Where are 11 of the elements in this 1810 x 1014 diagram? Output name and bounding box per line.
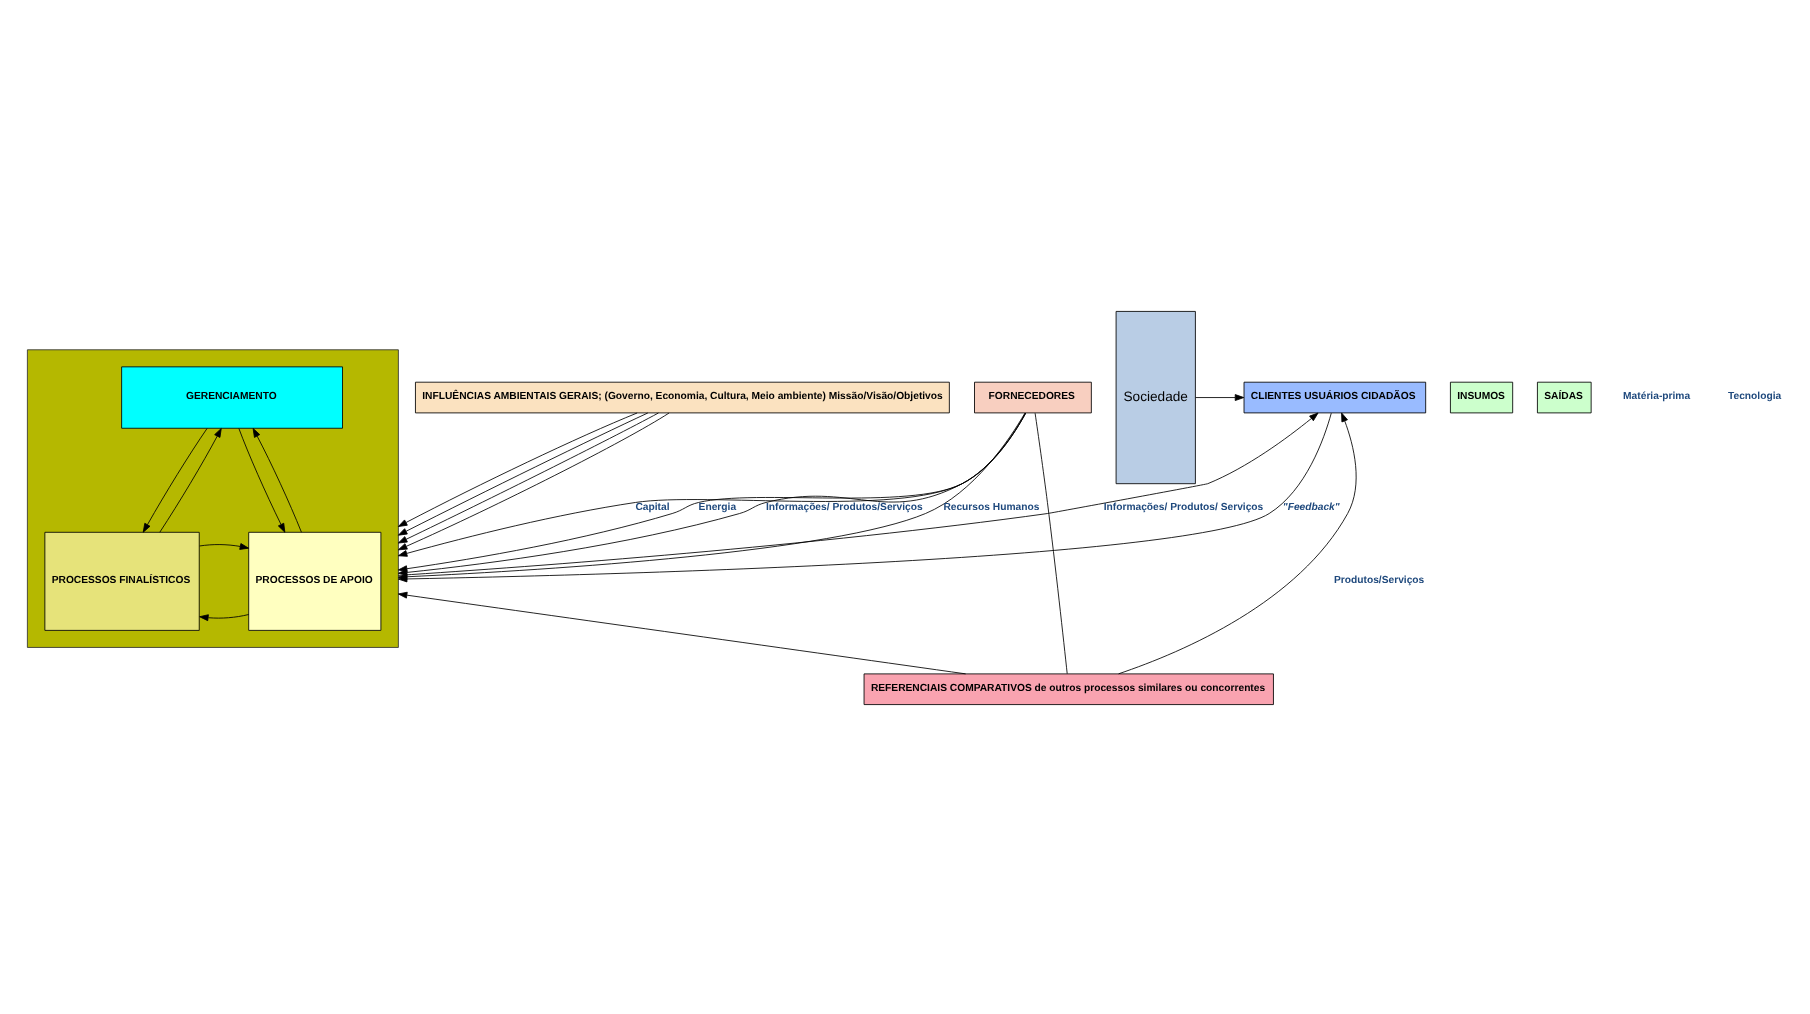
connector (1034, 411, 1068, 674)
arrow (142, 427, 208, 532)
arrow (252, 427, 302, 532)
arrow (1195, 393, 1245, 400)
arrow (159, 427, 222, 532)
arrow (1118, 411, 1357, 674)
arrow (199, 542, 250, 549)
arrow (397, 590, 967, 674)
arrow (199, 613, 250, 621)
arrow (238, 427, 286, 532)
cluster (26, 348, 399, 647)
